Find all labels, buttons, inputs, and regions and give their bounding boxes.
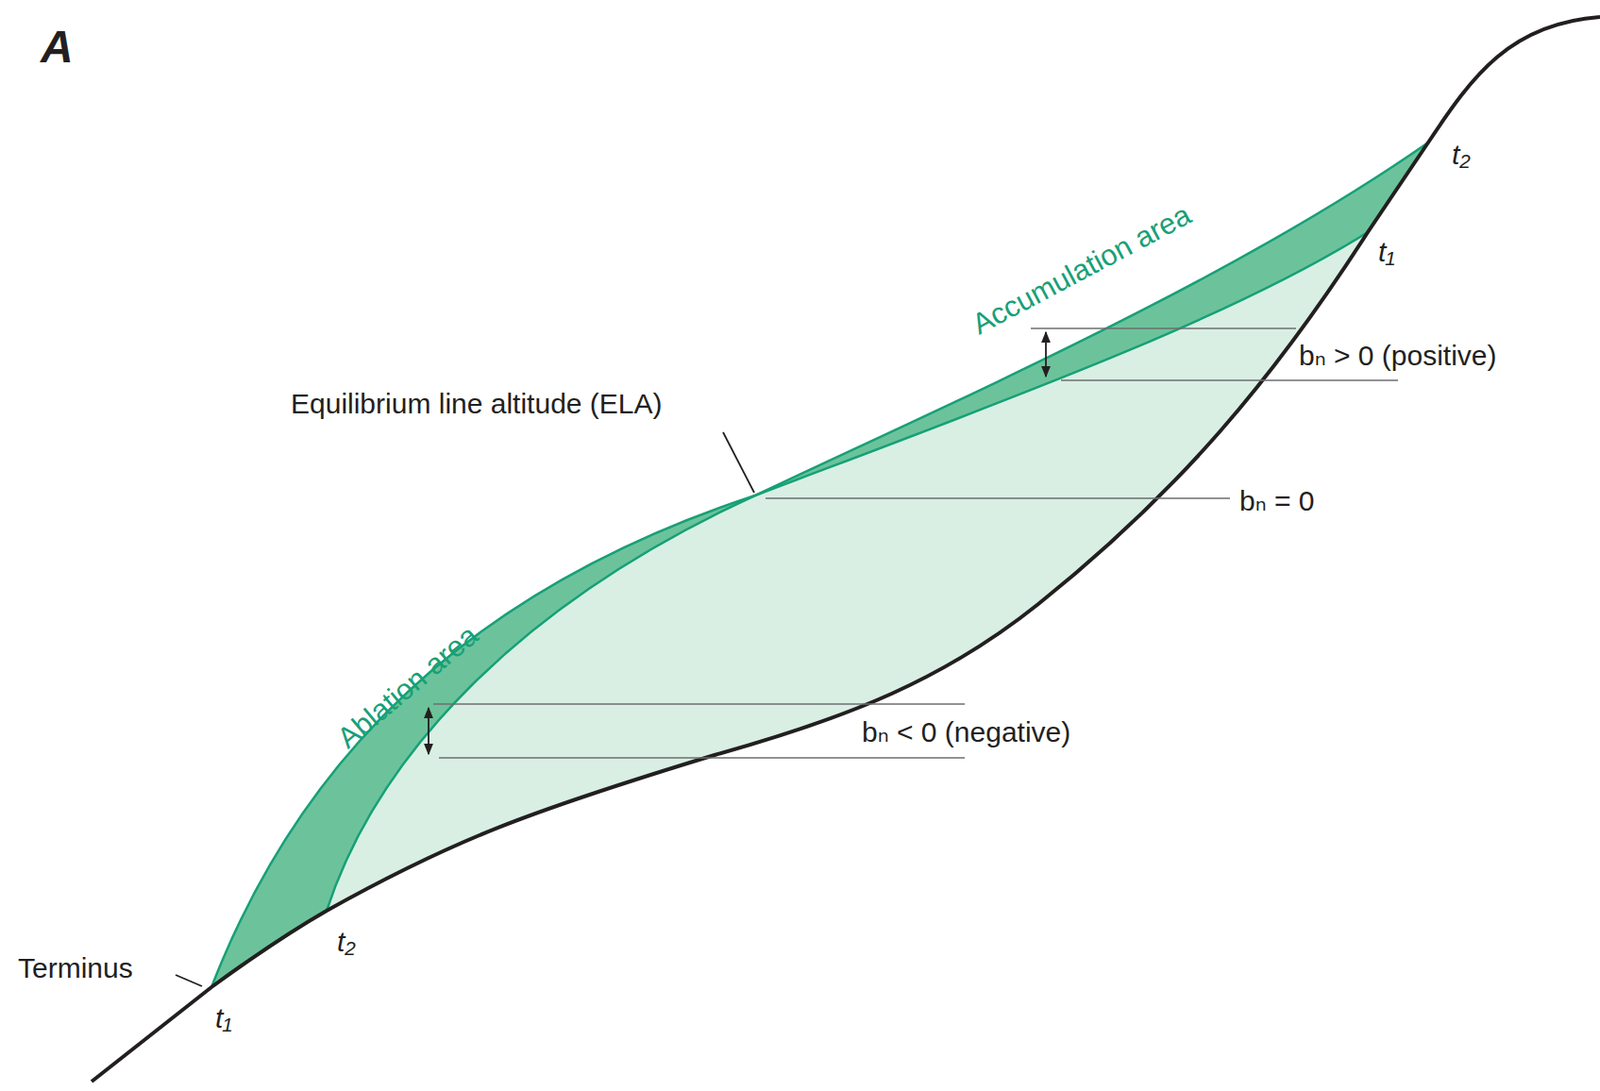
- balance-label: bₙ < 0 (negative): [861, 716, 1071, 748]
- time-label: t₁: [215, 1002, 233, 1034]
- change-arrow: [427, 707, 430, 755]
- time-label: t₁: [1378, 235, 1396, 268]
- glacier-body: [211, 142, 1429, 988]
- surface-t2-accumulation: [755, 142, 1429, 496]
- change-arrow: [1044, 332, 1047, 377]
- panel-letter: A: [40, 22, 74, 73]
- time-label: t₂: [1451, 138, 1471, 170]
- terminus-label: Terminus: [17, 952, 134, 984]
- surface-t1-ablation: [211, 495, 756, 988]
- level-line: [765, 497, 1230, 500]
- balance-label: bₙ > 0 (positive): [1298, 339, 1498, 371]
- bedrock-line: [91, 16, 1600, 1082]
- leader-line: [723, 432, 755, 493]
- ablation-loss-band: [211, 495, 756, 988]
- accumulation-gain-band: [755, 142, 1429, 496]
- time-label: t₂: [336, 926, 356, 958]
- leader-line: [175, 975, 203, 987]
- ela-label: Equilibrium line altitude (ELA): [290, 387, 663, 420]
- level-line: [433, 703, 965, 706]
- level-line: [438, 757, 965, 759]
- surface-t2-ablation: [326, 495, 756, 911]
- balance-label: bₙ = 0: [1239, 485, 1315, 517]
- level-line: [1030, 327, 1297, 330]
- level-line: [1061, 379, 1398, 382]
